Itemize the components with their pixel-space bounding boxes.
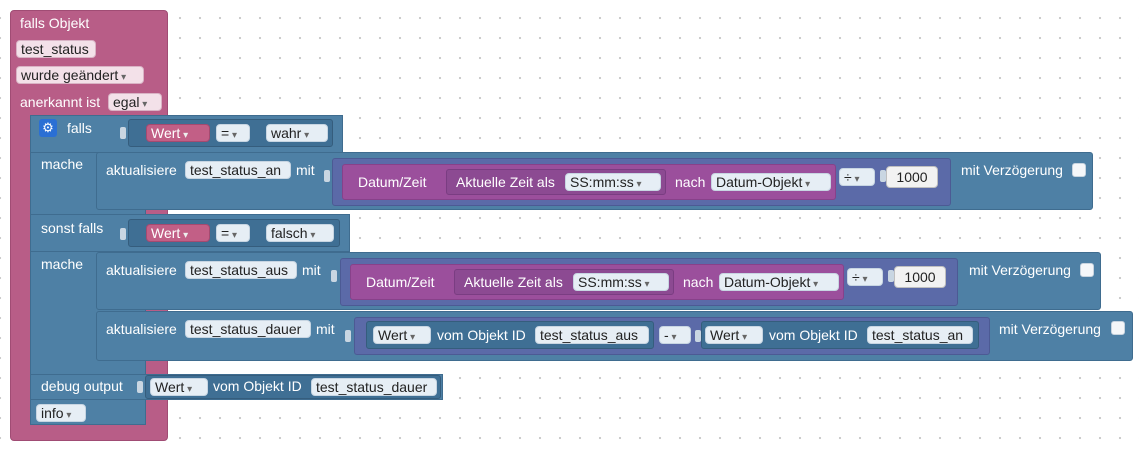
update2-number-field[interactable]: 1000	[894, 266, 946, 288]
debug-level-value: info	[41, 405, 64, 421]
update3-target[interactable]: test_status_dauer	[185, 320, 311, 338]
cond2-right-dropdown[interactable]: falsch	[266, 224, 334, 242]
update1-currenttime-label: Aktuelle Zeit als	[456, 174, 555, 190]
update2-target[interactable]: test_status_aus	[185, 261, 297, 279]
update1-format-value: SS:mm:ss	[570, 174, 634, 190]
input-notch	[345, 330, 351, 342]
cond1-right-value: wahr	[271, 125, 302, 141]
update1-convert-value: Datum-Objekt	[716, 174, 803, 190]
update1-mathop-dropdown[interactable]: ÷	[839, 168, 875, 186]
update2-delay-checkbox[interactable]	[1080, 263, 1094, 277]
do2-label: mache	[41, 256, 84, 272]
update3-left-prop-value: Wert	[378, 327, 408, 343]
update3-left-prop-dropdown[interactable]: Wert	[373, 326, 431, 344]
update3-with: mit	[316, 321, 335, 337]
update1-delay-checkbox[interactable]	[1072, 163, 1086, 177]
update2-with: mit	[302, 262, 321, 278]
update2-convert-value: Datum-Objekt	[724, 274, 811, 290]
update3-op-value: -	[664, 327, 669, 343]
input-notch	[120, 228, 126, 240]
update3-delay-label: mit Verzögerung	[999, 321, 1101, 337]
update1-target[interactable]: test_status_an	[185, 161, 291, 179]
update2-currenttime-label: Aktuelle Zeit als	[464, 274, 563, 290]
update3-prefix: aktualisiere	[106, 321, 177, 337]
update3-delay-checkbox[interactable]	[1111, 321, 1125, 335]
trigger-event-dropdown[interactable]: wurde geändert	[16, 66, 144, 84]
update2-mathop-dropdown[interactable]: ÷	[847, 268, 883, 286]
do-label: mache	[41, 156, 84, 172]
cond2-left-dropdown[interactable]: Wert	[146, 224, 210, 242]
debug-prop-value: Wert	[155, 379, 185, 395]
cond1-op-dropdown[interactable]: =	[216, 124, 250, 142]
trigger-ack-value: egal	[113, 94, 140, 110]
update2-after-label: nach	[683, 274, 714, 290]
input-notch	[324, 170, 330, 182]
update2-datetime-label: Datum/Zeit	[366, 274, 435, 290]
cond1-right-dropdown[interactable]: wahr	[266, 124, 328, 142]
update2-delay-label: mit Verzögerung	[969, 262, 1071, 278]
input-notch	[137, 381, 143, 393]
update1-mathop-value: ÷	[844, 169, 852, 185]
if-label: falls	[67, 120, 92, 136]
update1-with: mit	[296, 162, 315, 178]
trigger-title: falls Objekt	[20, 15, 90, 31]
cond1-left-dropdown[interactable]: Wert	[146, 124, 210, 142]
update2-convert-dropdown[interactable]: Datum-Objekt	[719, 273, 839, 291]
update2-format-value: SS:mm:ss	[578, 274, 642, 290]
update2-mathop-value: ÷	[852, 269, 860, 285]
input-notch	[880, 170, 886, 182]
update2-prefix: aktualisiere	[106, 262, 177, 278]
update1-convert-dropdown[interactable]: Datum-Objekt	[711, 173, 831, 191]
input-notch	[888, 270, 894, 282]
cond2-right-value: falsch	[271, 225, 308, 241]
update3-op-dropdown[interactable]: -	[659, 326, 691, 344]
trigger-object-id[interactable]: test_status	[16, 40, 96, 58]
input-notch	[695, 330, 701, 342]
debug-prop-dropdown[interactable]: Wert	[150, 378, 208, 396]
update1-format-dropdown[interactable]: SS:mm:ss	[565, 173, 661, 191]
cond2-op-value: =	[221, 225, 230, 241]
trigger-ack-label: anerkannt ist	[20, 94, 101, 110]
cond2-left-value: Wert	[151, 225, 181, 241]
update3-left-id[interactable]: test_status_aus	[535, 326, 649, 344]
input-notch	[120, 127, 126, 139]
update3-left-of-label: vom Objekt ID	[437, 327, 526, 343]
update3-right-id[interactable]: test_status_an	[867, 326, 973, 344]
gear-icon[interactable]: ⚙	[39, 119, 57, 137]
update1-delay-label: mit Verzögerung	[961, 162, 1063, 178]
update1-after-label: nach	[675, 174, 706, 190]
update1-datetime-label: Datum/Zeit	[358, 174, 427, 190]
debug-id[interactable]: test_status_dauer	[311, 378, 437, 396]
cond2-op-dropdown[interactable]: =	[216, 224, 250, 242]
update3-right-of-label: vom Objekt ID	[769, 327, 858, 343]
trigger-event-value: wurde geändert	[21, 67, 119, 83]
update1-prefix: aktualisiere	[106, 162, 177, 178]
debug-level-dropdown[interactable]: info	[36, 404, 86, 422]
debug-of-label: vom Objekt ID	[213, 378, 302, 394]
cond1-left-value: Wert	[151, 125, 181, 141]
cond1-op-value: =	[221, 125, 230, 141]
update3-right-prop-dropdown[interactable]: Wert	[705, 326, 763, 344]
input-notch	[331, 270, 337, 282]
update2-format-dropdown[interactable]: SS:mm:ss	[573, 273, 669, 291]
update1-number-field[interactable]: 1000	[886, 166, 938, 188]
debug-label: debug output	[41, 378, 123, 394]
trigger-ack-dropdown[interactable]: egal	[108, 93, 162, 111]
update3-right-prop-value: Wert	[710, 327, 740, 343]
elseif-label: sonst falls	[41, 220, 104, 236]
